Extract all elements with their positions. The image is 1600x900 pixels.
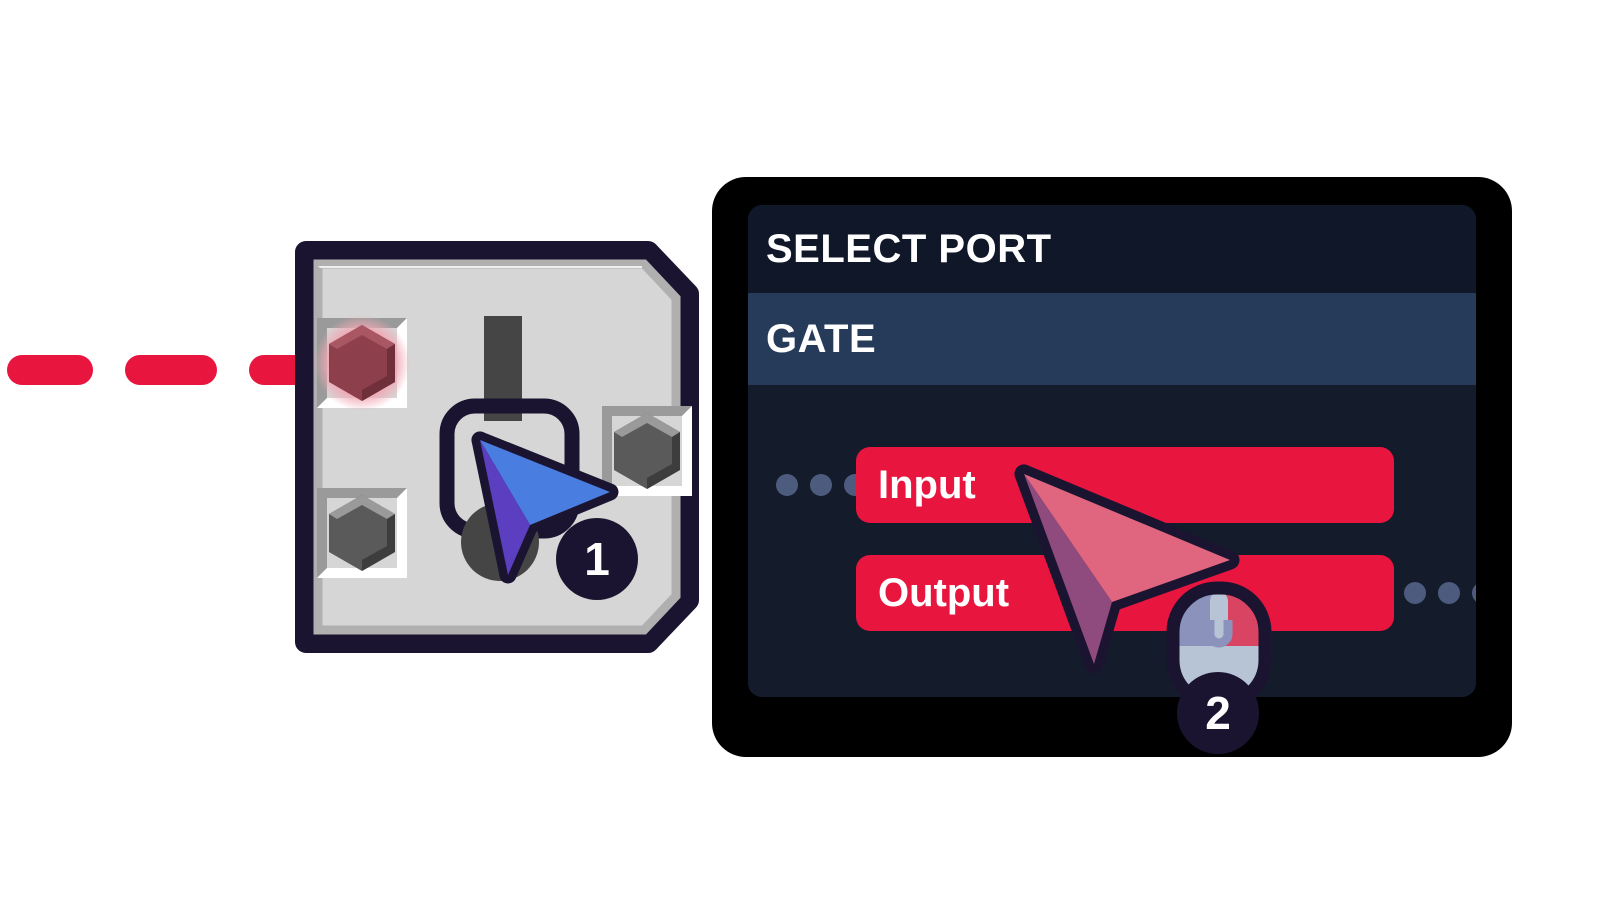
port-socket-light-2: [317, 488, 407, 578]
option-label-input: Input: [878, 463, 976, 507]
panel-section-title: GATE: [766, 316, 877, 361]
ellipsis-dot: [1404, 582, 1426, 604]
panel-header: SELECT PORT: [748, 205, 1476, 293]
patch-cable: [0, 340, 341, 400]
step-badge-2-label: 2: [1205, 687, 1231, 739]
module-bevel-highlight: [318, 266, 642, 268]
step-badge-2: 2: [1177, 672, 1259, 754]
ellipsis-dot: [1472, 582, 1476, 604]
cursor-2: [1012, 462, 1242, 677]
module-bevel: [313, 259, 681, 635]
ellipsis-dot: [1438, 582, 1460, 604]
port-hex-3-top: [614, 413, 680, 437]
panel-section-gate[interactable]: GATE: [748, 293, 1476, 385]
mouse-wheel-shade: [1205, 620, 1233, 648]
cursor-2-svg: [1014, 464, 1240, 674]
port-hex-1-side: [362, 344, 395, 401]
cursor-1-lower-fill: [480, 440, 530, 575]
port-socket-bottom-left[interactable]: [317, 488, 407, 578]
cursor-1-upper-fill: [480, 440, 610, 525]
port-hex-2-top: [329, 495, 395, 519]
ellipsis-left-input: [776, 447, 866, 523]
ellipsis-right-output: [1404, 555, 1476, 631]
patch-cable-svg: [7, 355, 341, 385]
panel-title: SELECT PORT: [766, 226, 1052, 271]
port-hex-1-top: [329, 325, 395, 349]
cursor-2-upper-fill: [1024, 474, 1230, 602]
step-badge-1: 1: [556, 518, 638, 600]
port-socket-light-1: [317, 318, 407, 408]
ellipsis-dot: [810, 474, 832, 496]
port-hex-2-side: [362, 514, 395, 571]
port-hex-3-side: [647, 432, 680, 489]
ellipsis-dot: [776, 474, 798, 496]
option-label-output: Output: [878, 571, 1010, 615]
cursor-2-lower-fill: [1024, 474, 1112, 664]
cursor-1: [470, 430, 620, 585]
step-badge-1-label: 1: [584, 533, 610, 585]
cursor-1-svg: [471, 431, 619, 584]
port-socket-top-left[interactable]: [314, 315, 410, 411]
